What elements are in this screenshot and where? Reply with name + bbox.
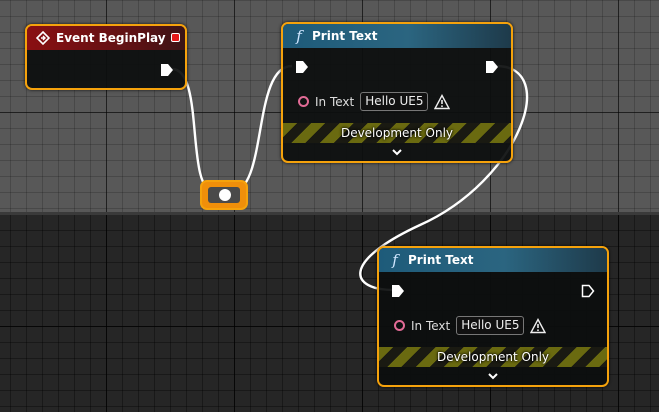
in-text-label: In Text	[411, 318, 451, 333]
node-title: Print Text	[312, 29, 378, 43]
text-input-pin[interactable]	[394, 320, 405, 331]
exec-in-pin[interactable]	[391, 284, 405, 298]
event-begin-play-node[interactable]: Event BeginPlay	[25, 24, 187, 90]
reroute-pin-icon[interactable]	[219, 189, 231, 201]
function-icon: f	[392, 251, 398, 269]
chevron-down-icon[interactable]	[391, 148, 403, 156]
exec-out-pin[interactable]	[581, 284, 595, 298]
in-text-row: In Text Hello UE5	[394, 316, 547, 335]
exec-out-pin[interactable]	[485, 60, 499, 74]
function-icon: f	[296, 27, 302, 45]
in-text-label: In Text	[315, 94, 355, 109]
node-title: Print Text	[408, 253, 474, 267]
region-divider	[0, 212, 659, 215]
development-only-label: Development Only	[436, 350, 550, 364]
in-text-value-field[interactable]: Hello UE5	[456, 316, 525, 335]
development-only-band: Development Only	[283, 123, 511, 143]
reroute-node[interactable]	[200, 180, 248, 210]
exec-out-pin[interactable]	[160, 63, 174, 77]
text-input-pin[interactable]	[298, 96, 309, 107]
delegate-pin-icon[interactable]	[171, 33, 180, 42]
node-header[interactable]: f Print Text	[379, 248, 607, 272]
node-title: Event BeginPlay	[56, 31, 166, 45]
in-text-value-field[interactable]: Hello UE5	[360, 92, 429, 111]
exec-in-pin[interactable]	[295, 60, 309, 74]
node-header[interactable]: Event BeginPlay	[27, 26, 185, 50]
chevron-down-icon[interactable]	[487, 372, 499, 380]
event-diamond-icon	[35, 30, 51, 46]
in-text-row: In Text Hello UE5	[298, 92, 451, 111]
development-only-label: Development Only	[340, 126, 454, 140]
warning-icon	[530, 317, 547, 333]
warning-icon	[434, 93, 451, 109]
print-text-node-1[interactable]: f Print Text In Text Hello UE5 Developme…	[281, 22, 513, 163]
node-header[interactable]: f Print Text	[283, 24, 511, 48]
print-text-node-2[interactable]: f Print Text In Text Hello UE5 Developme…	[377, 246, 609, 387]
development-only-band: Development Only	[379, 347, 607, 367]
